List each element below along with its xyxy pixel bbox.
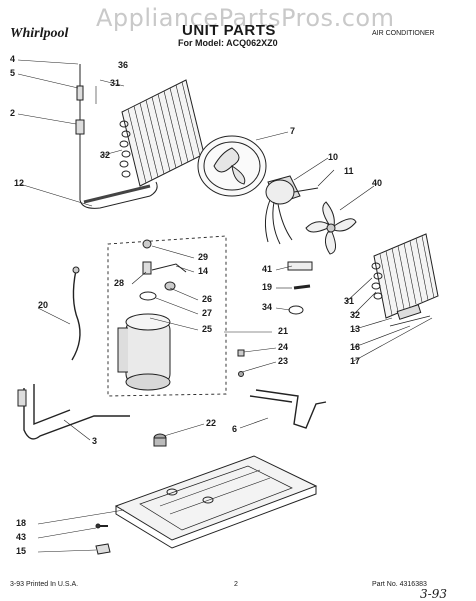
clamp — [288, 305, 304, 315]
callout-28: 28 — [114, 278, 125, 288]
fan-motor — [264, 175, 319, 245]
print-date: 3-93 Printed In U.S.A. — [10, 581, 79, 588]
page-number: 2 — [234, 581, 238, 588]
mounting-clip — [95, 543, 111, 555]
callout-31b: 31 — [344, 296, 355, 306]
brand-logo: Whirlpool — [10, 26, 69, 41]
callout-2: 2 — [10, 108, 16, 118]
evaporator-coil — [371, 233, 439, 327]
callout-7: 7 — [290, 126, 296, 136]
callout-15: 15 — [16, 546, 27, 556]
callout-12: 12 — [14, 178, 25, 188]
callout-32b: 32 — [350, 310, 361, 320]
callout-16: 16 — [350, 342, 361, 352]
callout-22: 22 — [206, 418, 217, 428]
callout-32: 32 — [100, 150, 111, 160]
callout-4: 4 — [10, 54, 16, 64]
callout-20: 20 — [38, 300, 49, 310]
watermark: AppliancePartsPros.com — [96, 4, 395, 32]
category-label: AIR CONDITIONER — [372, 30, 435, 37]
fan-blade — [305, 201, 357, 255]
capillary-tube — [75, 64, 158, 209]
nut-washer — [237, 349, 245, 377]
fan-shroud — [197, 135, 267, 197]
callout-13: 13 — [350, 324, 361, 334]
callout-34: 34 — [262, 302, 273, 312]
callout-24: 24 — [278, 342, 289, 352]
bushing — [287, 261, 313, 271]
base-pan — [114, 455, 318, 549]
callout-29: 29 — [198, 252, 209, 262]
callout-3: 3 — [92, 436, 98, 446]
callout-41: 41 — [262, 264, 273, 274]
callout-6: 6 — [232, 424, 238, 434]
model-line: For Model: ACQ062XZ0 — [178, 38, 278, 48]
callout-17: 17 — [350, 356, 361, 366]
callout-25: 25 — [202, 324, 213, 334]
callout-36: 36 — [118, 60, 129, 70]
condenser-coil — [119, 79, 205, 187]
compressor-group-box — [107, 235, 227, 397]
compressor — [117, 239, 187, 391]
callout-18: 18 — [16, 518, 27, 528]
callout-5: 5 — [10, 68, 16, 78]
callout-21: 21 — [278, 326, 289, 336]
drain-hose — [71, 266, 81, 361]
callout-14: 14 — [198, 266, 209, 276]
callout-11: 11 — [344, 166, 354, 176]
handwritten-note: 3-93 — [420, 587, 447, 601]
callout-19: 19 — [262, 282, 273, 292]
callout-43: 43 — [16, 532, 27, 542]
callout-10: 10 — [328, 152, 339, 162]
callout-27: 27 — [202, 308, 213, 318]
suction-tube — [17, 384, 130, 440]
callout-40: 40 — [372, 178, 383, 188]
strap — [293, 284, 311, 290]
mounting-screw — [95, 523, 108, 529]
grommet — [153, 433, 167, 447]
leader-lines — [17, 59, 433, 553]
page-title: UNIT PARTS — [182, 22, 276, 39]
discharge-tube — [249, 389, 327, 429]
callout-31: 31 — [110, 78, 121, 88]
part-number: Part No. 4316383 — [372, 581, 427, 588]
callout-23: 23 — [278, 356, 289, 366]
callout-26: 26 — [202, 294, 213, 304]
